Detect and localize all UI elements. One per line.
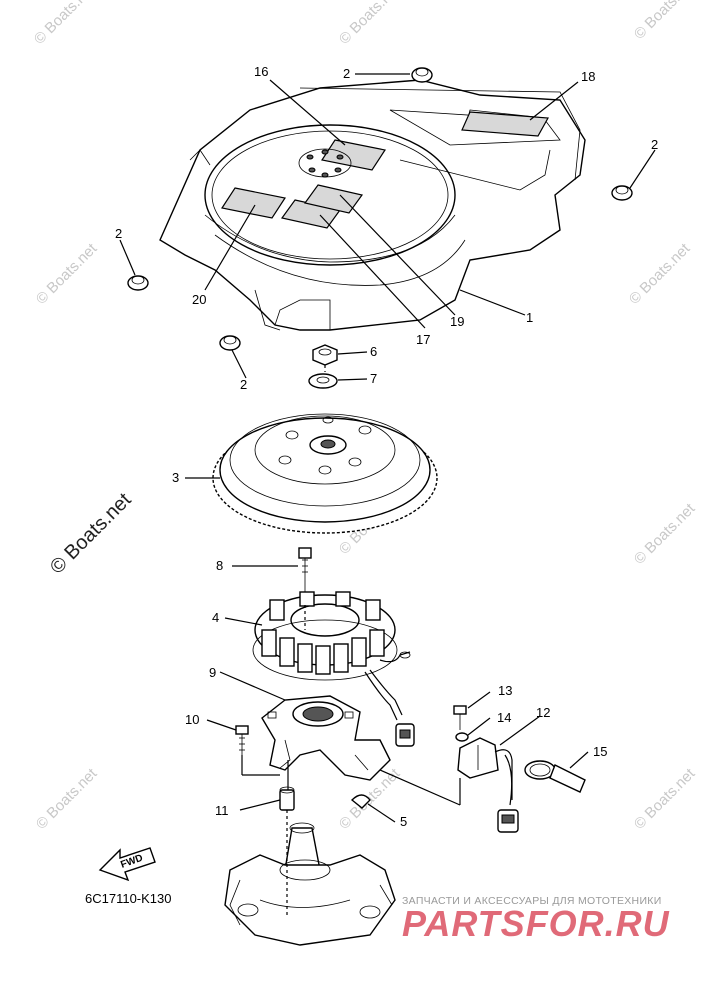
- part-labels: 2 16 18 2 2 20 19 1 17 6 2 7 3 8 4 9 13 …: [115, 64, 658, 829]
- label-1: 1: [526, 310, 533, 325]
- label-3: 3: [172, 470, 179, 485]
- watermark-large: © Boats.net: [46, 489, 136, 579]
- label-7: 7: [370, 371, 377, 386]
- label-4: 4: [212, 610, 219, 625]
- watermark: © Boats.net: [33, 765, 101, 833]
- watermark: © Boats.net: [631, 500, 699, 568]
- watermark: © Boats.net: [33, 240, 101, 308]
- pulser-screw: [453, 705, 467, 730]
- label-12: 12: [536, 705, 550, 720]
- stator-base: [261, 695, 391, 781]
- label-17: 17: [416, 332, 430, 347]
- base-bolt: [235, 725, 249, 755]
- woodruff-key: [350, 794, 371, 809]
- label-5: 5: [400, 814, 407, 829]
- label-9: 9: [209, 665, 216, 680]
- fwd-arrow: FWD: [98, 847, 156, 882]
- watermark: © Boats.net: [626, 240, 694, 308]
- watermark: © Boats.net: [31, 0, 99, 48]
- label-2: 2: [343, 66, 350, 81]
- label-8: 8: [216, 558, 223, 573]
- nut: [312, 344, 338, 366]
- label-14: 14: [497, 710, 511, 725]
- pulser-washer: [455, 732, 469, 742]
- wire-clamp: [524, 760, 586, 793]
- watermark: © Boats.net: [631, 0, 699, 43]
- label-13: 13: [498, 683, 512, 698]
- flywheel: [212, 413, 438, 534]
- label-11: 11: [215, 803, 229, 818]
- promo-banner: ЗАПЧАСТИ И АКСЕССУАРЫ ДЛЯ МОТОТЕХНИКИ PA…: [402, 895, 670, 944]
- label-2: 2: [115, 226, 122, 241]
- label-6: 6: [370, 344, 377, 359]
- grommet-right: [611, 185, 633, 201]
- flywheel-cover: [159, 79, 586, 331]
- promo-tagline: ЗАПЧАСТИ И АКСЕССУАРЫ ДЛЯ МОТОТЕХНИКИ: [402, 895, 662, 907]
- label-16: 16: [254, 64, 268, 79]
- label-20: 20: [192, 292, 206, 307]
- dowel-pin: [279, 786, 295, 811]
- label-10: 10: [185, 712, 199, 727]
- diagram-code: 6C17110-K130: [85, 891, 172, 906]
- label-15: 15: [593, 744, 607, 759]
- grommet-bottom: [219, 335, 241, 351]
- stator-poles: [261, 591, 385, 675]
- grommet-top: [411, 67, 433, 83]
- watermark: © Boats.net: [336, 0, 404, 48]
- leader-lines: [119, 73, 656, 918]
- crankshaft-engine: [224, 822, 396, 946]
- label-2: 2: [240, 377, 247, 392]
- label-19: 19: [450, 314, 464, 329]
- label-18: 18: [581, 69, 595, 84]
- pulser-coil: [457, 737, 519, 833]
- washer: [308, 373, 338, 389]
- grommet-left: [127, 275, 149, 291]
- watermark: © Boats.net: [631, 765, 699, 833]
- promo-brand: PARTSFOR.RU: [402, 903, 670, 944]
- stator: [252, 591, 415, 747]
- label-2: 2: [651, 137, 658, 152]
